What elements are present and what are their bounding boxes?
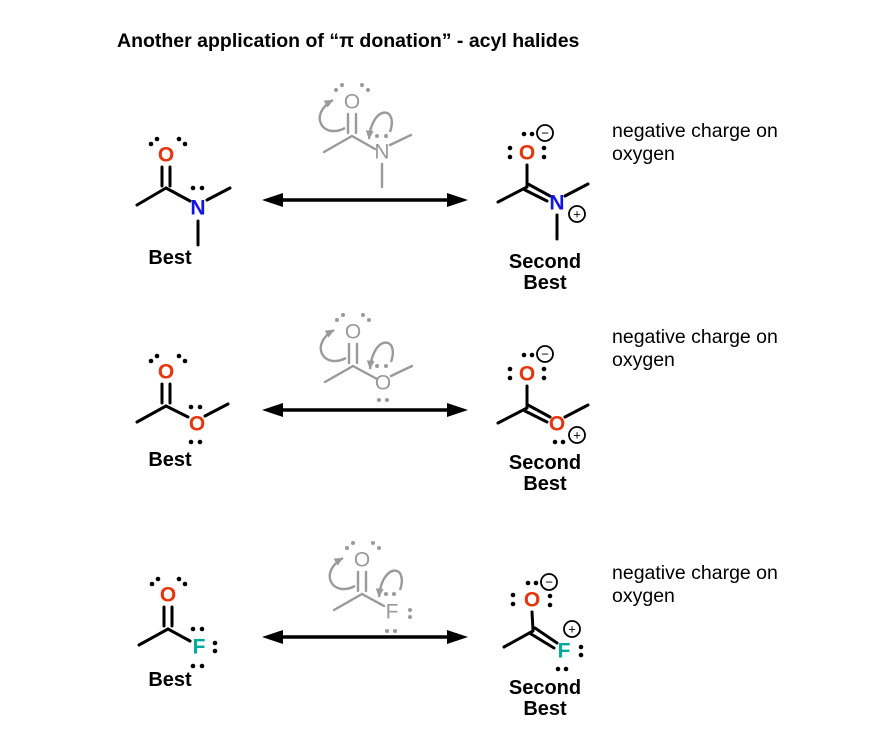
minus-charge-icon: − <box>536 124 554 142</box>
curved-arrow-lonepair-to-bond <box>375 569 403 598</box>
row1-right-structure: − + O N <box>496 124 590 241</box>
arrowhead-left <box>262 403 283 417</box>
oxygen-atom-label: O <box>160 584 176 607</box>
double-bond <box>526 182 552 198</box>
arrowhead-left <box>262 193 283 207</box>
row2-left-structure: O O <box>135 353 230 445</box>
lone-pair-dots <box>148 136 205 191</box>
page-title: Another application of “π donation” - ac… <box>117 30 580 52</box>
nitrogen-atom-label: N <box>549 192 564 215</box>
arrowhead-right <box>447 193 468 207</box>
curved-arrow-lonepair-to-bond <box>366 341 394 370</box>
oxygen-atom-label: O <box>345 321 361 344</box>
fluorine-atom-label: F <box>193 636 206 659</box>
row2-middle-structure: O O <box>319 313 414 402</box>
methyl-bond <box>135 186 168 207</box>
curved-arrow-lonepair-to-bond <box>365 111 393 140</box>
arrowhead-right <box>447 630 468 644</box>
plus-charge-icon: + <box>568 426 586 444</box>
lone-pair-dots <box>345 541 412 633</box>
curved-arrow-pi-to-oxygen <box>328 556 356 591</box>
oxygen-atom-label: O <box>524 589 540 612</box>
oxygen-atom-label: O <box>158 361 174 384</box>
curved-arrow-pi-to-oxygen <box>319 328 347 363</box>
oxygen-atom-label: O <box>519 142 535 165</box>
minus-charge-icon: − <box>536 345 554 363</box>
row2-resonance-arrow <box>262 403 468 417</box>
ester-oxygen-atom-label: O <box>375 372 391 395</box>
lone-pair-dots <box>507 131 547 160</box>
nitrogen-atom-label: N <box>190 197 205 220</box>
row3-middle-structure: O F <box>328 541 412 633</box>
oxygen-atom-label: O <box>519 363 535 386</box>
note-negative-charge: negative charge on oxygen <box>612 120 778 165</box>
c-hetero-bond <box>164 186 192 203</box>
oxygen-atom-label: O <box>158 144 174 167</box>
svg-text:−: − <box>545 575 553 590</box>
row2-right-structure: − + O O <box>496 345 590 445</box>
ester-oxygen-atom-label: O <box>189 413 205 436</box>
plus-charge-icon: + <box>563 620 581 638</box>
arrowhead-left <box>262 630 283 644</box>
second-best-label: Second Best <box>508 452 582 495</box>
note-negative-charge: negative charge on oxygen <box>612 562 778 607</box>
second-best-label: Second Best <box>508 251 582 294</box>
arrowhead-right <box>447 403 468 417</box>
best-label: Best <box>148 247 192 269</box>
lone-pair-dots <box>335 313 389 402</box>
row3-left-structure: O F <box>137 576 218 669</box>
minus-charge-icon: − <box>540 573 558 591</box>
ester-oxygen-atom-label: O <box>549 413 565 436</box>
row3-resonance-arrow <box>262 630 468 644</box>
lone-pair-dots <box>148 353 203 445</box>
oxygen-atom-label: O <box>354 549 370 572</box>
fluorine-atom-label: F <box>386 601 399 624</box>
note-negative-charge: negative charge on oxygen <box>612 326 778 371</box>
svg-text:+: + <box>573 207 581 222</box>
curved-arrow-pi-to-oxygen <box>318 98 346 133</box>
nitrogen-atom-label: N <box>374 141 389 164</box>
lone-pair-dots <box>510 580 584 672</box>
row1-middle-structure: O N <box>318 83 413 189</box>
row3-right-structure: − + O F <box>502 573 584 672</box>
svg-text:−: − <box>541 347 549 362</box>
lone-pair-dots <box>149 576 218 669</box>
best-label: Best <box>148 669 192 691</box>
lone-pair-dots <box>507 352 566 445</box>
row1-left-structure: O N <box>135 136 232 247</box>
row1-resonance-arrow <box>262 193 468 207</box>
best-label: Best <box>148 449 192 471</box>
oxygen-atom-label: O <box>344 91 360 114</box>
svg-text:+: + <box>573 428 581 443</box>
second-best-label: Second Best <box>508 677 582 720</box>
lone-pair-dots <box>334 83 388 138</box>
svg-text:+: + <box>568 622 576 637</box>
fluorine-atom-label: F <box>558 640 571 663</box>
svg-text:−: − <box>541 126 549 141</box>
plus-charge-icon: + <box>568 205 586 223</box>
